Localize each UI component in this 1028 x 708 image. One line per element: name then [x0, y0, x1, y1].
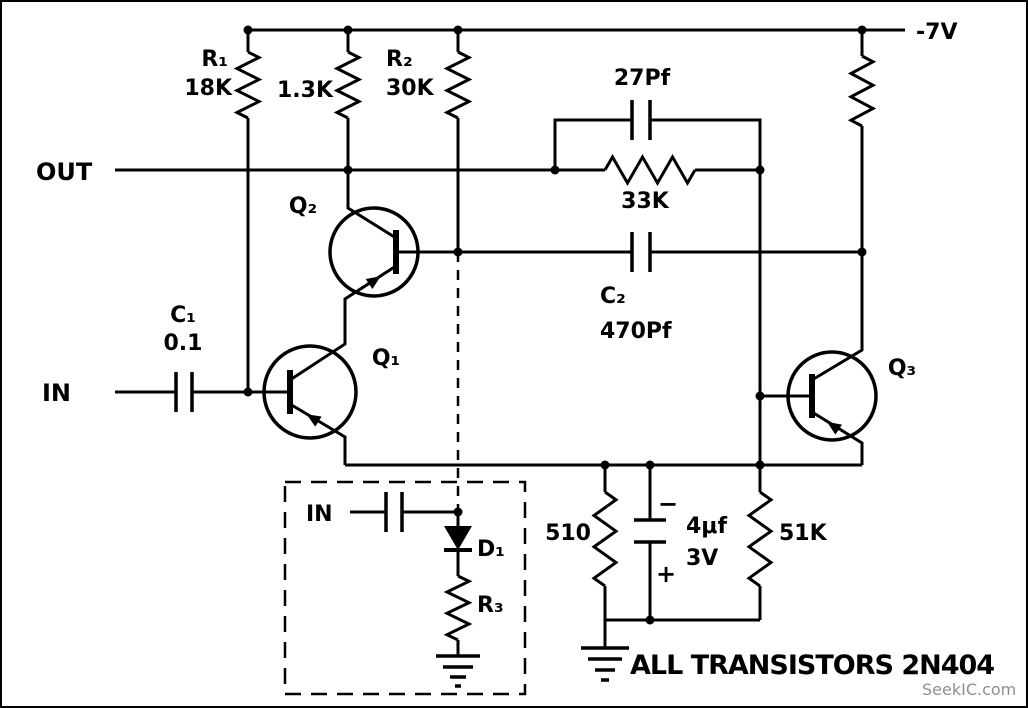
- ground-symbol-inset: [436, 640, 480, 688]
- watermark: SeekIC.com: [922, 680, 1016, 699]
- in-port-label: IN: [42, 379, 71, 407]
- inset-cap-plates: [384, 492, 404, 532]
- junction-dot: [857, 247, 867, 257]
- junction-dot: [645, 615, 655, 625]
- r51k-body: [746, 490, 774, 588]
- transistor-q3: Q₃: [786, 350, 916, 465]
- minus-sign: −: [658, 490, 678, 518]
- q3-emitter-arrow: [827, 421, 842, 435]
- ground-bars: [581, 646, 629, 682]
- junction-dot: [243, 25, 253, 35]
- junction-dot: [343, 25, 353, 35]
- d1-triangle: [444, 526, 472, 550]
- junction-dots: [243, 25, 867, 625]
- caption-note: ALL TRANSISTORS 2N404: [630, 650, 994, 681]
- plus-sign: +: [656, 560, 676, 588]
- supply-label: -7V: [916, 20, 957, 45]
- label-c1-value: 0.1: [164, 331, 203, 356]
- resistor-33k: 33K: [603, 153, 697, 214]
- capacitor-c2: C₂ 470Pf: [396, 232, 862, 344]
- label-33k: 33K: [621, 189, 670, 214]
- junction-dot: [755, 460, 765, 470]
- r2-body: [443, 50, 473, 120]
- label-51k: 51K: [779, 521, 828, 546]
- label-c2-value: 470Pf: [600, 319, 672, 344]
- resistor-r3: R₃: [443, 574, 504, 642]
- resistor-r1: R₁ 18K: [184, 30, 263, 392]
- label-1-3k: 1.3K: [277, 78, 334, 103]
- r1k3-body: [333, 50, 363, 120]
- label-510: 510: [545, 521, 591, 546]
- r510-body: [591, 490, 619, 588]
- c27-plates: [630, 100, 652, 140]
- capacitor-c1: IN C₁ 0.1: [42, 303, 290, 412]
- junction-dot: [600, 460, 610, 470]
- label-c2-name: C₂: [600, 284, 626, 309]
- c4uf-plates: [634, 518, 666, 544]
- label-27pf: 27Pf: [614, 66, 671, 91]
- label-r3: R₃: [477, 593, 504, 618]
- r33k-body: [603, 153, 697, 187]
- resistor-1-3k: 1.3K: [277, 30, 397, 240]
- label-r2-value: 30K: [386, 76, 435, 101]
- label-q1: Q₁: [372, 346, 400, 371]
- out-line: OUT: [36, 158, 760, 186]
- inset-ground-bars: [436, 654, 480, 688]
- q3-load-body: [847, 54, 877, 128]
- q2-circle: [328, 206, 420, 298]
- c27-leads: [553, 118, 762, 170]
- transistor-q2: Q₂: [289, 194, 420, 382]
- junction-dot: [645, 460, 655, 470]
- junction-dot: [243, 387, 253, 397]
- junction-dot: [857, 25, 867, 35]
- q1-circle: [262, 344, 358, 440]
- c1-plates: [174, 372, 194, 412]
- label-r2-name: R₂: [386, 47, 413, 72]
- resistor-51k: 51K: [746, 465, 828, 620]
- diode-d1: D₁: [444, 512, 505, 576]
- alt-input-network: IN D₁ R₃: [306, 492, 505, 688]
- out-port-label: OUT: [36, 158, 93, 186]
- q3-circle: [786, 350, 878, 442]
- junction-dot: [755, 165, 765, 175]
- junction-dot: [453, 507, 463, 517]
- label-4uf: 4μf: [686, 514, 727, 539]
- q1-emitter-lead: [289, 402, 347, 465]
- transistor-q1: Q₁: [262, 344, 400, 465]
- junction-dot: [550, 165, 560, 175]
- alt-input-dashed-box: [283, 480, 527, 696]
- q1-emitter-arrow: [306, 414, 322, 427]
- resistor-r2: R₂ 30K: [386, 30, 473, 252]
- ground-symbol-main: [581, 620, 629, 682]
- label-r1-value: 18K: [184, 76, 233, 101]
- label-r1-name: R₁: [201, 47, 228, 72]
- capacitor-4uf: − + 4μf 3V: [634, 465, 727, 620]
- alt-in-label: IN: [306, 502, 333, 527]
- junction-dot: [343, 165, 353, 175]
- c2-plates: [630, 232, 652, 272]
- junction-dot: [755, 391, 765, 401]
- label-3v: 3V: [686, 546, 718, 571]
- label-d1: D₁: [477, 537, 505, 562]
- junction-dot: [453, 247, 463, 257]
- supply-rail: -7V: [248, 20, 957, 45]
- label-q3: Q₃: [888, 356, 916, 381]
- feedback-vertical-wire: [758, 170, 812, 465]
- junction-dot: [453, 25, 463, 35]
- q3-load-leads: [811, 30, 864, 382]
- capacitor-27pf: 27Pf: [553, 66, 762, 170]
- q2-emitter-arrow: [365, 276, 381, 289]
- resistor-510: 510: [545, 465, 619, 620]
- label-c1-name: C₁: [170, 303, 196, 328]
- label-q2: Q₂: [289, 194, 317, 219]
- r3-body: [443, 574, 473, 642]
- resistor-q3-load: [811, 30, 877, 382]
- r1-body: [233, 50, 263, 120]
